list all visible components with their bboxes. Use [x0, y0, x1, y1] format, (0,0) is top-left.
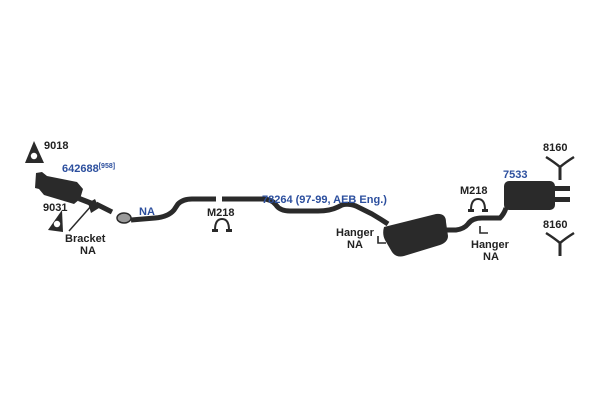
y-hanger-top-icon — [545, 155, 575, 180]
front-pipe-na-label: NA — [139, 206, 155, 218]
intermediate-pipe-icon — [222, 196, 390, 227]
catalytic-converter-label: 642688[958] — [62, 163, 115, 175]
intermediate-pipe-label: 78264 (97-99, AEB Eng.) — [262, 194, 387, 206]
bracket-label: Bracket — [65, 233, 106, 245]
y-hanger-bottom-icon — [545, 231, 575, 256]
resonator-icon — [383, 213, 448, 257]
hanger-8160-top-label: 8160 — [543, 142, 567, 154]
clamp-rear-icon — [468, 197, 488, 212]
gasket-9018-label: 9018 — [44, 140, 68, 152]
rear-pipe-icon — [446, 207, 509, 233]
hanger-front-label: Hanger — [336, 227, 375, 239]
muffler-label: 7533 — [503, 169, 527, 181]
gasket-9031-icon — [48, 210, 63, 232]
hanger-front-na-label: NA — [347, 239, 363, 251]
muffler-icon — [504, 181, 570, 210]
bracket-na-label: NA — [80, 245, 96, 257]
hanger-front-icon — [377, 236, 386, 244]
clamp-front-label: M218 — [207, 207, 235, 219]
hanger-rear-label: Hanger — [471, 239, 510, 251]
hanger-rear-icon — [479, 226, 488, 234]
gasket-9018-icon — [25, 141, 44, 163]
hanger-8160-bottom-label: 8160 — [543, 219, 567, 231]
gasket-9031-label: 9031 — [43, 202, 67, 214]
clamp-rear-label: M218 — [460, 185, 488, 197]
front-pipe-icon — [94, 196, 216, 224]
bracket-pointer-icon — [68, 199, 99, 232]
clamp-front-icon — [212, 217, 232, 232]
hanger-rear-na-label: NA — [483, 251, 499, 263]
